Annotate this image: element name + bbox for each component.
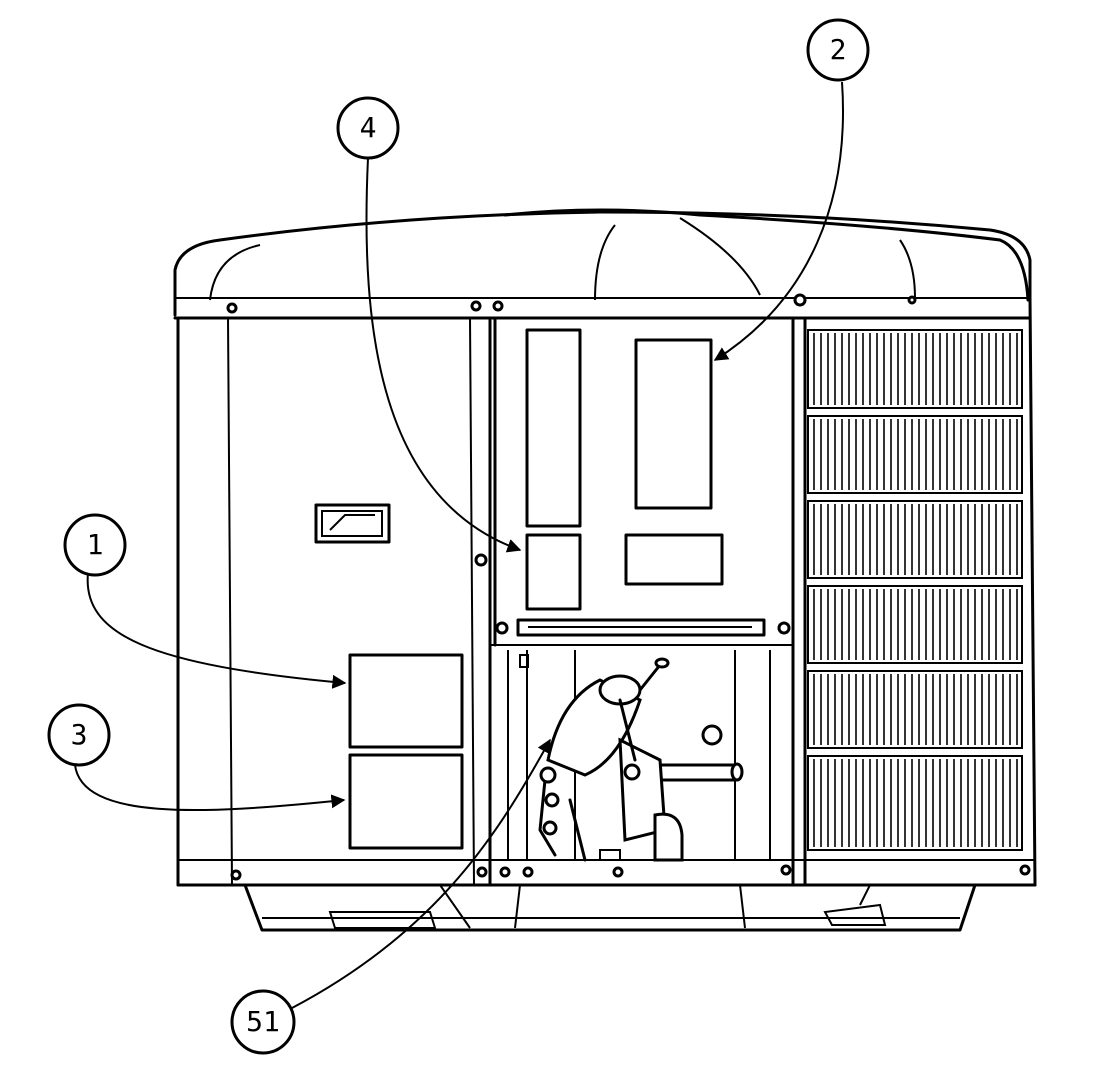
leader-3 (74, 764, 346, 812)
left-panel (314, 503, 464, 850)
coil-band (807, 670, 1023, 749)
svg-text:1: 1 (87, 528, 104, 561)
label-plate-4 (525, 533, 582, 611)
cabinet-body (176, 293, 1037, 887)
leader-lines (74, 81, 844, 1009)
coil-band (807, 755, 1023, 851)
label-plate-1 (348, 653, 464, 749)
leader-1 (86, 572, 347, 689)
callout-2: 2 (806, 18, 870, 82)
callout-3: 3 (47, 703, 111, 767)
coil-band (807, 329, 1023, 409)
svg-text:51: 51 (246, 1005, 280, 1038)
callout-51: 51 (230, 989, 296, 1055)
leader-2 (713, 81, 844, 361)
svg-text:4: 4 (360, 111, 377, 144)
compressor-bay (507, 650, 771, 862)
coil-band (807, 585, 1023, 664)
label-plate-3 (348, 753, 464, 850)
leader-4 (365, 157, 522, 553)
condenser-coil (807, 329, 1023, 851)
svg-text:2: 2 (830, 33, 847, 66)
control-panel (490, 316, 793, 647)
callout-4: 4 (336, 96, 400, 160)
top-cover (173, 208, 1032, 320)
callout-1: 1 (63, 513, 127, 577)
coil-band (807, 415, 1023, 494)
base-pan (243, 883, 977, 932)
coil-band (807, 500, 1023, 579)
svg-text:3: 3 (71, 718, 88, 751)
leader-51 (291, 738, 551, 1009)
